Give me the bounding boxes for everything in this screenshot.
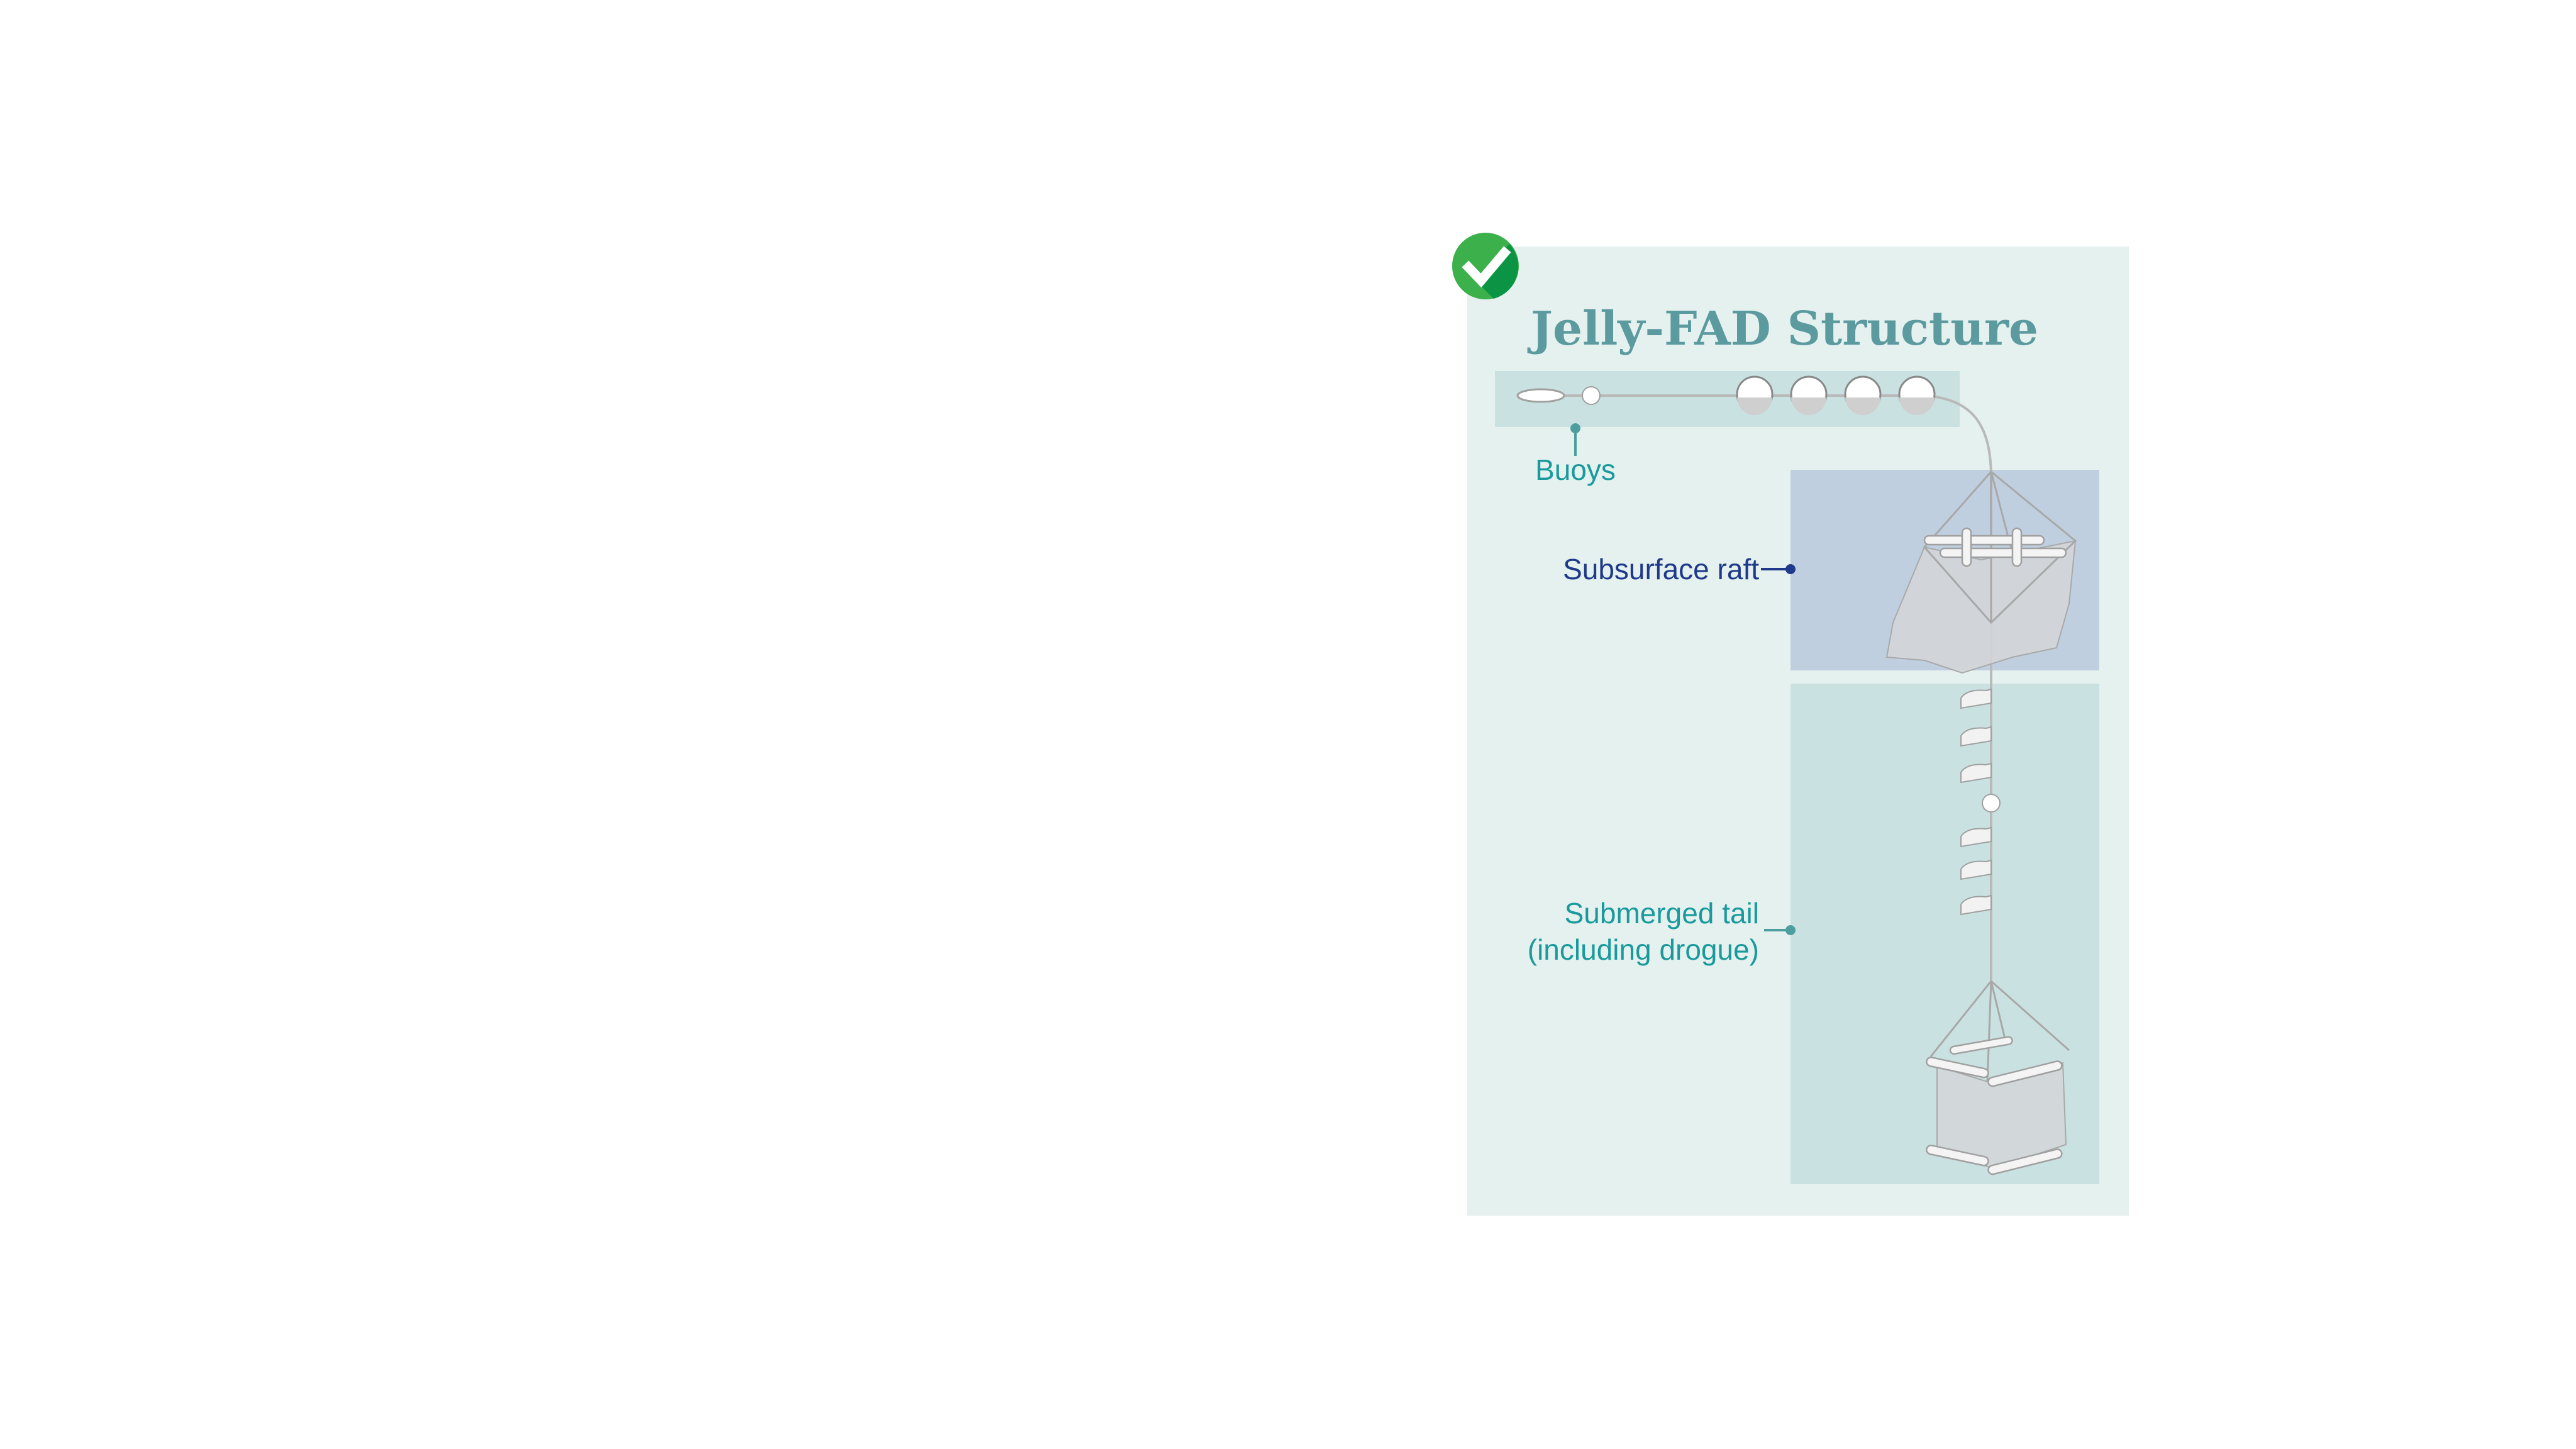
tail-callout: Submerged tail (including drogue) [1528,897,1796,966]
buoy-line [1516,375,1992,981]
subsurface-raft-illustration [1885,470,2077,674]
buoys-label: Buoys [1535,453,1616,486]
buoys-callout: Buoys [1535,423,1616,486]
tail-attractors [1960,688,2001,916]
diagram-title: Jelly-FAD Structure [1527,302,2038,356]
surface-band [1495,371,1960,427]
buoy-floats [1736,375,1936,415]
raft-callout: Subsurface raft [1563,553,1796,586]
raft-frame [1923,527,2067,567]
check-circle-icon [1452,233,1519,299]
tail-label-line1: Submerged tail [1565,897,1759,930]
drogue-illustration [1926,980,2070,1175]
tail-label-line2: (including drogue) [1528,933,1759,966]
raft-label: Subsurface raft [1563,553,1759,586]
